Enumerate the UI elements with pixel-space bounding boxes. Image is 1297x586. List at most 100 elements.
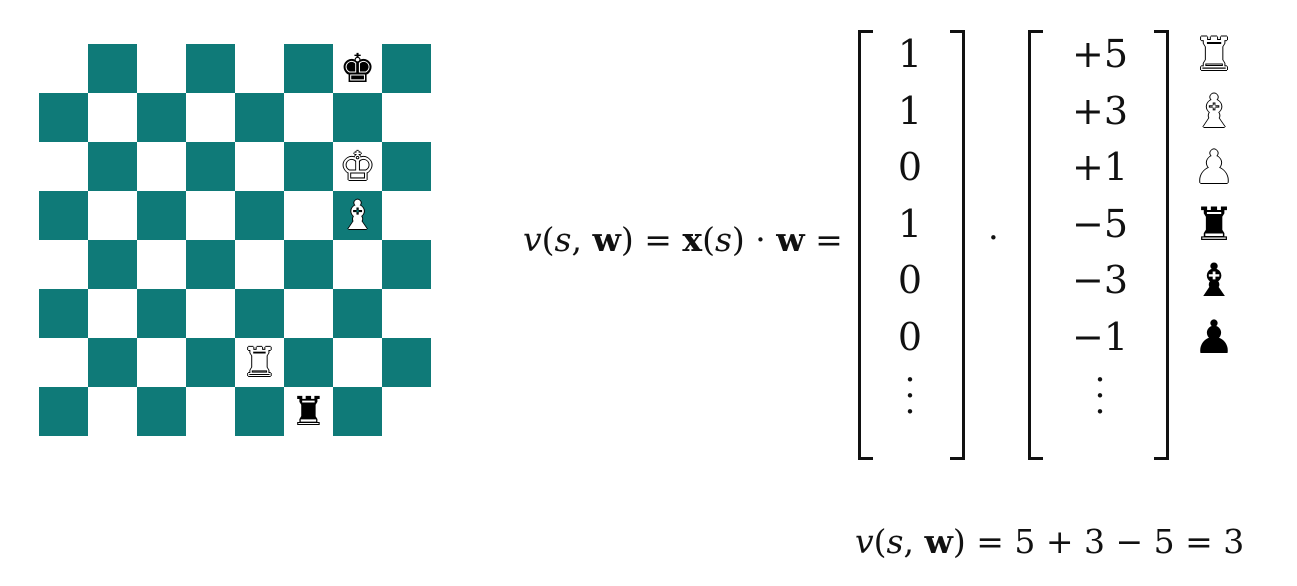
black-bishop-icon: ♝ bbox=[1193, 253, 1235, 307]
board-square bbox=[235, 387, 284, 436]
piece-legend: ♜♝♟♜♝♟ bbox=[1188, 26, 1240, 365]
board-square bbox=[88, 387, 137, 436]
black-rook-icon: ♜ bbox=[1193, 196, 1235, 251]
white-pawn-icon: ♟ bbox=[1193, 140, 1235, 194]
feature-entry: 1 bbox=[897, 88, 923, 133]
board-square bbox=[235, 44, 284, 93]
board-square bbox=[186, 44, 235, 93]
board-square bbox=[235, 142, 284, 191]
board-square bbox=[39, 240, 88, 289]
board-square bbox=[382, 44, 431, 93]
weight-vector-right-bracket bbox=[1154, 30, 1169, 460]
board-square bbox=[333, 338, 382, 387]
board-square bbox=[137, 44, 186, 93]
weight-vector: +5 +3 +1 −5 −3 −1··· bbox=[1045, 26, 1155, 441]
board-square bbox=[137, 93, 186, 142]
feature-vertical-ellipsis: ··· bbox=[904, 360, 916, 432]
board-square bbox=[186, 191, 235, 240]
board-square bbox=[284, 44, 333, 93]
white-king-icon: ♚ bbox=[339, 143, 376, 190]
board-square bbox=[186, 338, 235, 387]
black-pawn-icon: ♟ bbox=[1193, 309, 1235, 364]
board-square bbox=[88, 142, 137, 191]
weight-entry: +3 bbox=[1071, 88, 1129, 133]
board-square bbox=[235, 289, 284, 338]
weight-entry: +1 bbox=[1071, 145, 1129, 189]
board-square bbox=[39, 289, 88, 338]
feature-entry: 0 bbox=[897, 314, 923, 359]
board-square bbox=[39, 191, 88, 240]
board-square bbox=[39, 142, 88, 191]
weight-entry: −3 bbox=[1071, 258, 1129, 302]
board-square bbox=[382, 240, 431, 289]
board-square bbox=[137, 289, 186, 338]
board-square bbox=[137, 240, 186, 289]
white-rook-icon: ♜ bbox=[241, 339, 278, 386]
board-square bbox=[333, 240, 382, 289]
board-square bbox=[88, 44, 137, 93]
white-bishop-icon: ♝ bbox=[339, 192, 376, 239]
board-square bbox=[186, 289, 235, 338]
board-square bbox=[88, 191, 137, 240]
chess-board: ♚♚♝♜♜ bbox=[39, 44, 431, 436]
board-square bbox=[235, 93, 284, 142]
white-bishop-icon: ♝ bbox=[1193, 83, 1235, 138]
board-square: ♜ bbox=[235, 338, 284, 387]
board-square bbox=[333, 289, 382, 338]
board-square bbox=[137, 142, 186, 191]
board-square bbox=[382, 93, 431, 142]
board-square bbox=[284, 142, 333, 191]
weight-entry: −5 bbox=[1071, 201, 1129, 246]
board-square bbox=[382, 142, 431, 191]
board-square bbox=[284, 191, 333, 240]
board-square bbox=[137, 338, 186, 387]
white-rook-icon: ♜ bbox=[1193, 27, 1235, 81]
board-square bbox=[284, 338, 333, 387]
weight-entry: −1 bbox=[1071, 314, 1129, 359]
board-square bbox=[39, 387, 88, 436]
board-square bbox=[284, 289, 333, 338]
board-square: ♚ bbox=[333, 142, 382, 191]
board-square bbox=[88, 240, 137, 289]
board-square bbox=[382, 191, 431, 240]
result-equation: v(s, w) = 5 + 3 − 5 = 3 bbox=[855, 522, 1245, 561]
feature-vector-right-bracket bbox=[950, 30, 965, 460]
feature-entry: 0 bbox=[897, 145, 923, 189]
feature-vector-left-bracket bbox=[858, 30, 873, 460]
black-rook-icon: ♜ bbox=[290, 388, 327, 435]
board-square: ♝ bbox=[333, 191, 382, 240]
feature-entry: 1 bbox=[897, 201, 923, 246]
board-square: ♜ bbox=[284, 387, 333, 436]
board-square bbox=[39, 93, 88, 142]
board-square bbox=[186, 93, 235, 142]
board-square bbox=[39, 44, 88, 93]
board-square bbox=[186, 387, 235, 436]
board-square bbox=[382, 338, 431, 387]
weight-vector-left-bracket bbox=[1028, 30, 1043, 460]
board-square bbox=[137, 387, 186, 436]
board-square bbox=[382, 289, 431, 338]
board-square: ♚ bbox=[333, 44, 382, 93]
feature-entry: 0 bbox=[897, 258, 923, 302]
board-square bbox=[88, 338, 137, 387]
weight-entry: +5 bbox=[1071, 32, 1129, 76]
board-square bbox=[382, 387, 431, 436]
board-square bbox=[284, 93, 333, 142]
board-square bbox=[333, 93, 382, 142]
dot-product-operator: · bbox=[988, 218, 999, 258]
black-king-icon: ♚ bbox=[339, 45, 376, 92]
board-square bbox=[333, 387, 382, 436]
board-square bbox=[284, 240, 333, 289]
board-square bbox=[235, 240, 284, 289]
board-square bbox=[137, 191, 186, 240]
board-square bbox=[186, 142, 235, 191]
board-square bbox=[186, 240, 235, 289]
board-square bbox=[235, 191, 284, 240]
weight-vertical-ellipsis: ··· bbox=[1094, 360, 1106, 432]
board-square bbox=[88, 93, 137, 142]
value-function-equation: v(s, w) = x(s) · w = bbox=[523, 220, 843, 259]
feature-entry: 1 bbox=[897, 32, 923, 76]
board-square bbox=[88, 289, 137, 338]
board-square bbox=[39, 338, 88, 387]
